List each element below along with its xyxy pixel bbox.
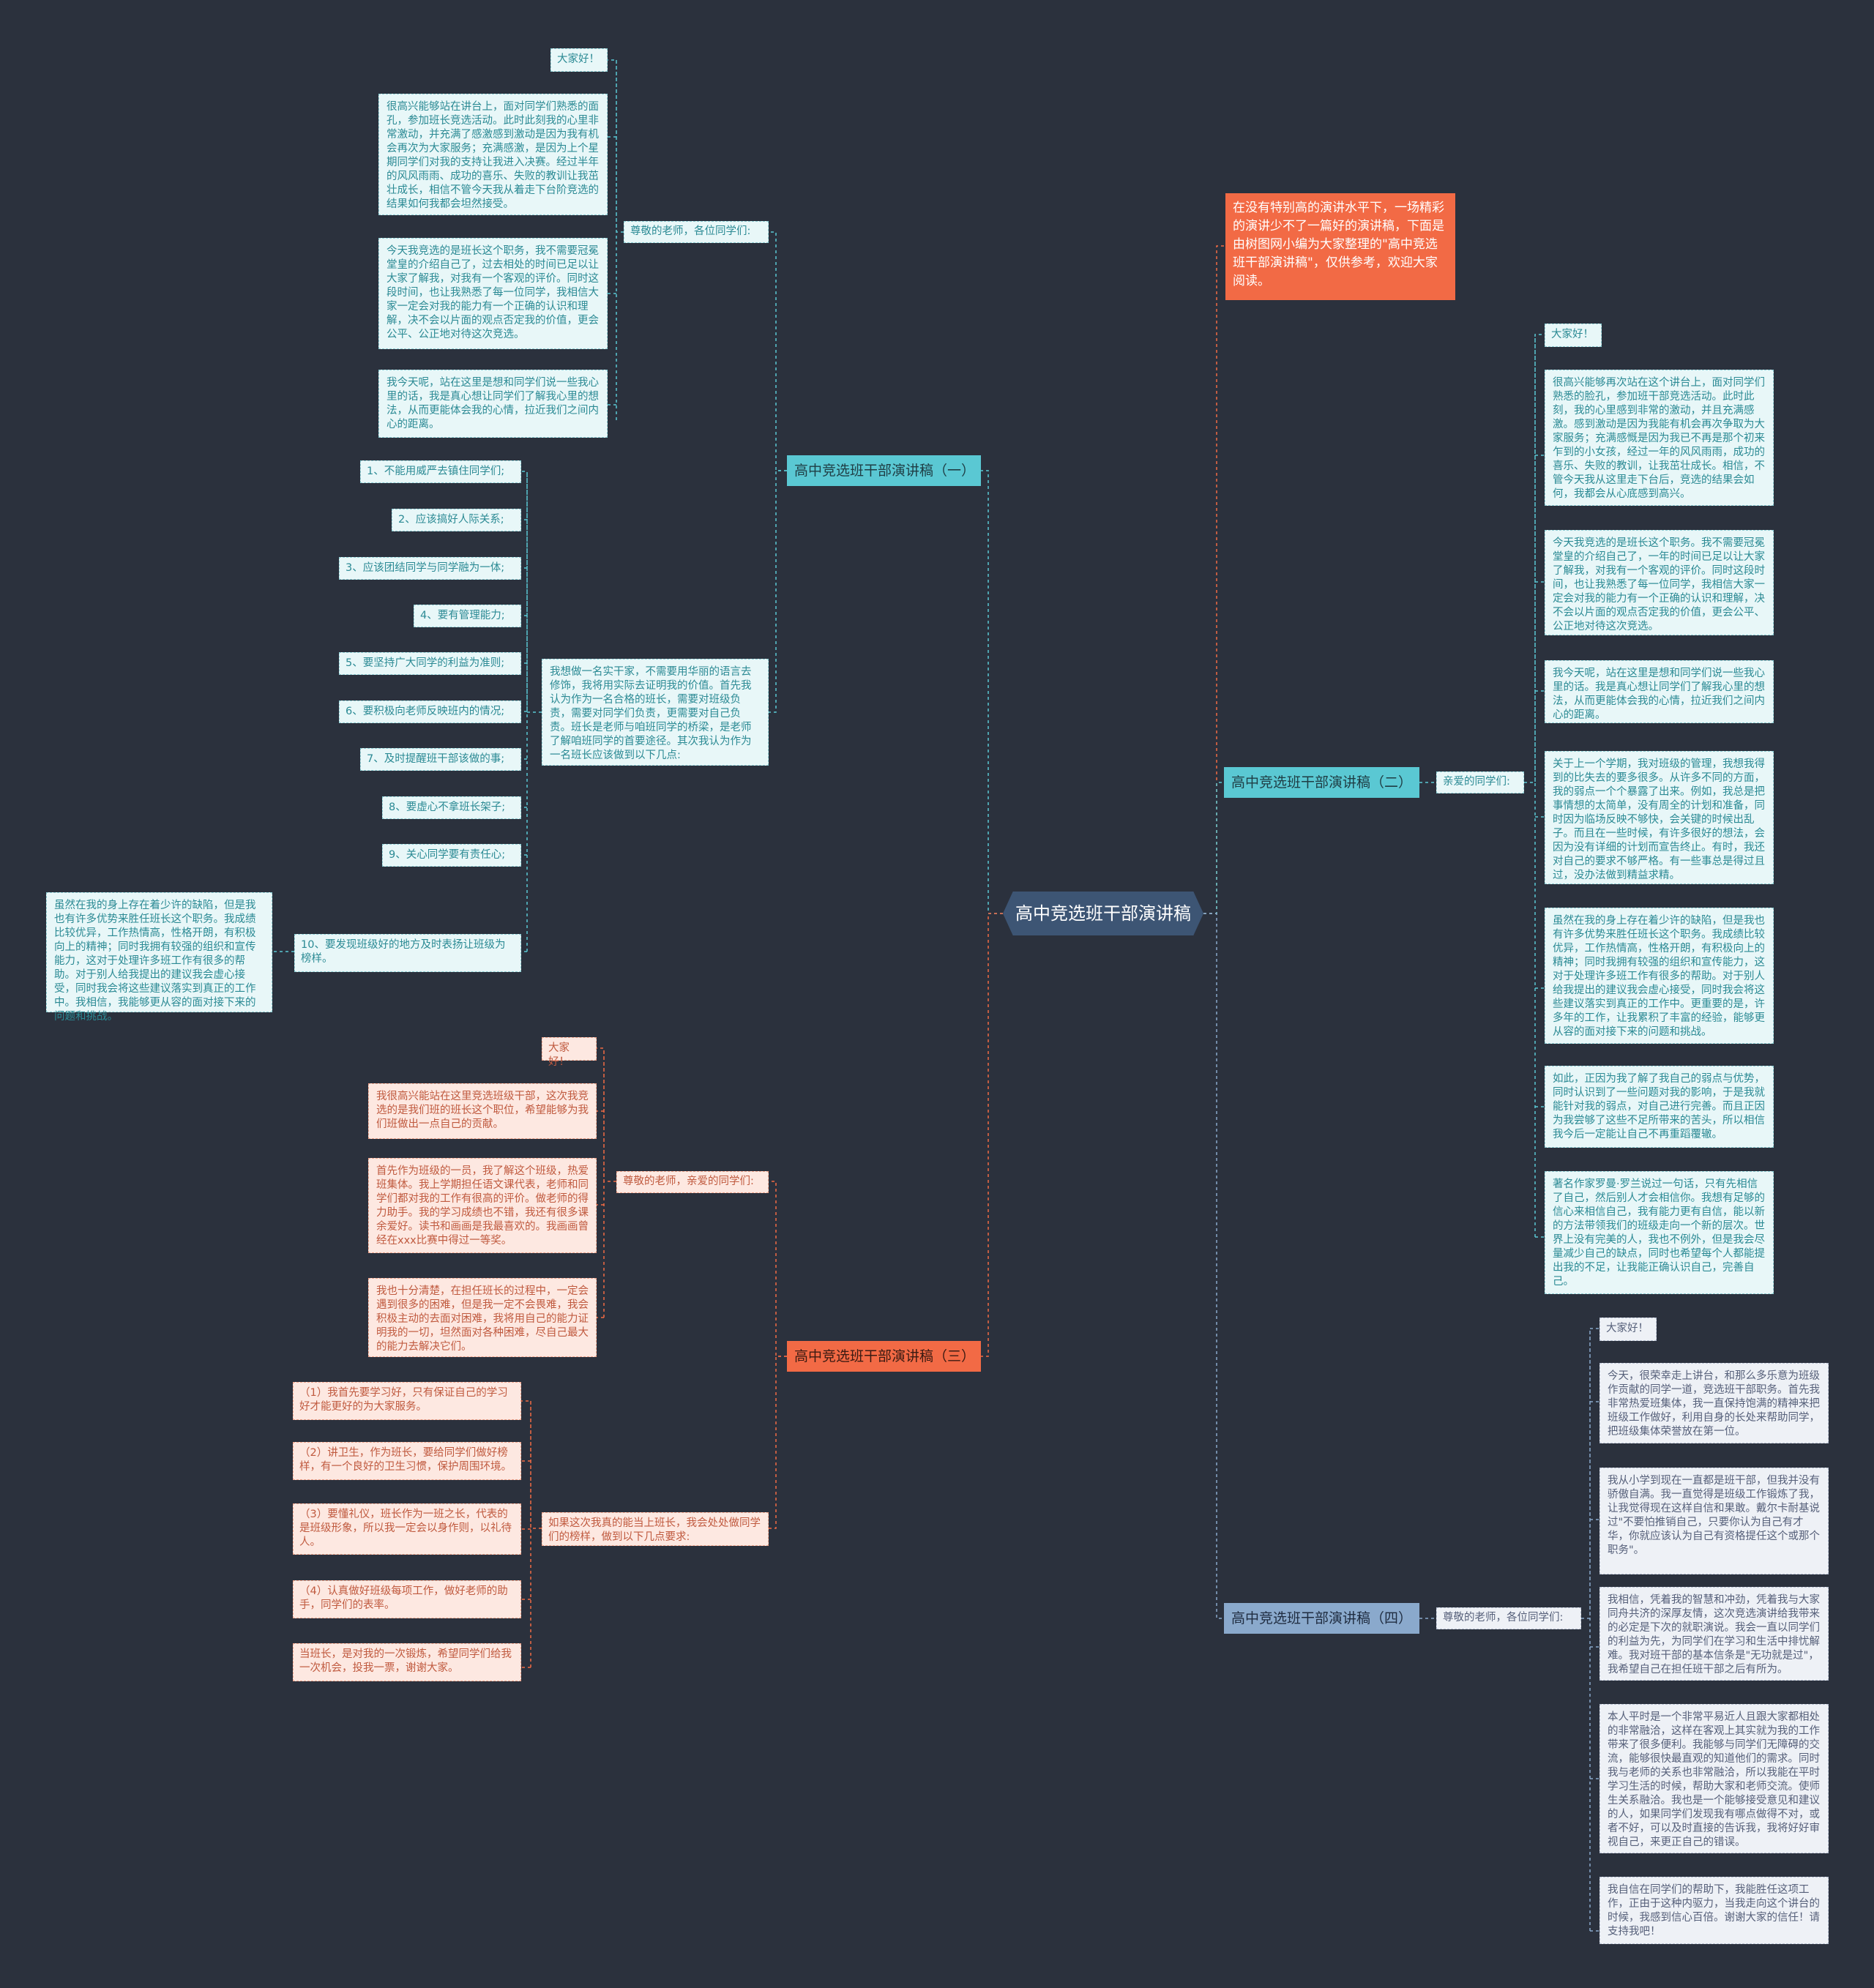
duty-7[interactable]: 7、及时提醒班干部该做的事; — [360, 748, 521, 771]
b2-item-1[interactable]: 大家好！ — [1545, 324, 1602, 347]
duty-10-detail[interactable]: 虽然在我的身上存在着少许的缺陷，但是我也有许多优势来胜任班长这个职务。我成绩比较… — [46, 892, 272, 1023]
b2-item-5[interactable]: 关于上一个学期，我对班级的管理，我想我得到的比失去的要多很多。从许多不同的方面，… — [1545, 751, 1774, 884]
duty-8[interactable]: 8、要虚心不拿班长架子; — [382, 796, 521, 819]
b4-item-1[interactable]: 大家好！ — [1599, 1318, 1657, 1341]
b2-item-4[interactable]: 我今天呢，站在这里是想和同学们说一些我心里的话。我是真心想让同学们了解我心里的想… — [1545, 660, 1774, 723]
branch-1-duties-intro[interactable]: 我想做一名实干家，不需要用华丽的语言去修饰，我将用实际去证明我的价值。首先我认为… — [542, 659, 769, 766]
req-1[interactable]: （1）我首先要学习好，只有保证自己的学习好才能更好的为大家服务。 — [293, 1382, 521, 1420]
branch-4-topic[interactable]: 高中竞选班干部演讲稿（四） — [1224, 1603, 1419, 1634]
b4-item-3[interactable]: 我从小学到现在一直都是班干部，但我并没有骄傲自满。我一直觉得是班级工作锻炼了我，… — [1599, 1468, 1829, 1574]
intro-note: 在没有特别高的演讲水平下，一场精彩的演讲少不了一篇好的演讲稿，下面是由树图网小编… — [1225, 193, 1455, 300]
duty-10[interactable]: 10、要发现班级好的地方及时表扬让班级为榜样。 — [294, 934, 521, 972]
b4-item-2[interactable]: 今天，很荣幸走上讲台，和那么多乐意为班级作贡献的同学一道，竞选班干部职务。首先我… — [1599, 1363, 1829, 1443]
duty-9[interactable]: 9、关心同学要有责任心; — [382, 844, 521, 867]
req-4[interactable]: （4）认真做好班级每项工作，做好老师的助手，同学们的表率。 — [293, 1580, 521, 1618]
b4-item-6[interactable]: 我自信在同学们的帮助下，我能胜任这项工作，正由于这种内驱力，当我走向这个讲台的时… — [1599, 1877, 1829, 1944]
b1-item-4[interactable]: 我今天呢，站在这里是想和同学们说一些我心里的话，我是真心想让同学们了解我心里的想… — [378, 370, 608, 438]
b2-item-8[interactable]: 著名作家罗曼·罗兰说过一句话，只有先相信了自己，然后别人才会相信你。我想有足够的… — [1545, 1171, 1774, 1294]
duty-3[interactable]: 3、应该团结同学与同学融为一体; — [339, 557, 521, 580]
req-2[interactable]: （2）讲卫生，作为班长，要给同学们做好榜样，有一个良好的卫生习惯，保护周围环境。 — [293, 1442, 521, 1480]
branch-4-greeting[interactable]: 尊敬的老师，各位同学们: — [1436, 1607, 1581, 1629]
b4-item-4[interactable]: 我相信，凭着我的智慧和冲劲，凭着我与大家同舟共济的深厚友情，这次竞选演讲给我带来… — [1599, 1587, 1829, 1681]
branch-1-greeting[interactable]: 尊敬的老师，各位同学们: — [624, 221, 769, 243]
duty-5[interactable]: 5、要坚持广大同学的利益为准则; — [339, 652, 521, 675]
branch-1-topic[interactable]: 高中竞选班干部演讲稿（一） — [787, 455, 981, 486]
b2-item-3[interactable]: 今天我竞选的是班长这个职务。我不需要冠冕堂皇的介绍自己了，一年的时间已足以让大家… — [1545, 530, 1774, 635]
req-5[interactable]: 当班长，是对我的一次锻炼，希望同学们给我一次机会，投我一票，谢谢大家。 — [293, 1643, 521, 1681]
root-topic[interactable]: 高中竞选班干部演讲稿 — [1003, 892, 1203, 935]
duty-1[interactable]: 1、不能用威严去镇住同学们; — [360, 460, 521, 483]
branch-3-greeting[interactable]: 尊敬的老师，亲爱的同学们: — [616, 1171, 769, 1193]
b3-item-2[interactable]: 我很高兴能站在这里竞选班级干部，这次我竞选的是我们班的班长这个职位，希望能够为我… — [368, 1083, 597, 1139]
branch-3-topic[interactable]: 高中竞选班干部演讲稿（三） — [787, 1341, 981, 1372]
branch-3-requirements-intro[interactable]: 如果这次我真的能当上班长，我会处处做同学们的榜样，做到以下几点要求: — [542, 1512, 769, 1546]
b2-item-7[interactable]: 如此，正因为我了解了我自己的弱点与优势，同时认识到了一些问题对我的影响，于是我就… — [1545, 1066, 1774, 1148]
b3-item-1[interactable]: 大家好！ — [542, 1037, 597, 1068]
b1-item-3[interactable]: 今天我竞选的是班长这个职务，我不需要冠冕堂皇的介绍自己了，过去相处的时间已足以让… — [378, 238, 608, 349]
b2-item-6[interactable]: 虽然在我的身上存在着少许的缺陷，但是我也有许多优势来胜任班长这个职务。我成绩比较… — [1545, 908, 1774, 1044]
duty-2[interactable]: 2、应该搞好人际关系; — [392, 509, 521, 531]
branch-2-topic[interactable]: 高中竞选班干部演讲稿（二） — [1224, 767, 1419, 798]
b4-item-5[interactable]: 本人平时是一个非常平易近人且跟大家都相处的非常融洽，这样在客观上其实就为我的工作… — [1599, 1704, 1829, 1853]
b3-item-4[interactable]: 我也十分清楚，在担任班长的过程中，一定会遇到很多的困难，但是我一定不会畏难，我会… — [368, 1278, 597, 1357]
b1-item-1[interactable]: 大家好！ — [550, 48, 608, 72]
branch-2-greeting[interactable]: 亲爱的同学们: — [1436, 771, 1524, 793]
b2-item-2[interactable]: 很高兴能够再次站在这个讲台上，面对同学们熟悉的脸孔，参加班干部竞选活动。此时此刻… — [1545, 370, 1774, 506]
duty-4[interactable]: 4、要有管理能力; — [414, 605, 521, 627]
req-3[interactable]: （3）要懂礼仪，班长作为一班之长，代表的是班级形象，所以我一定会以身作则，以礼待… — [293, 1503, 521, 1555]
b1-item-2[interactable]: 很高兴能够站在讲台上，面对同学们熟悉的面孔，参加班长竞选活动。此时此刻我的心里非… — [378, 94, 608, 215]
b3-item-3[interactable]: 首先作为班级的一员，我了解这个班级，热爱班集体。我上学期担任语文课代表，老师和同… — [368, 1158, 597, 1253]
duty-6[interactable]: 6、要积极向老师反映班内的情况; — [339, 700, 521, 723]
